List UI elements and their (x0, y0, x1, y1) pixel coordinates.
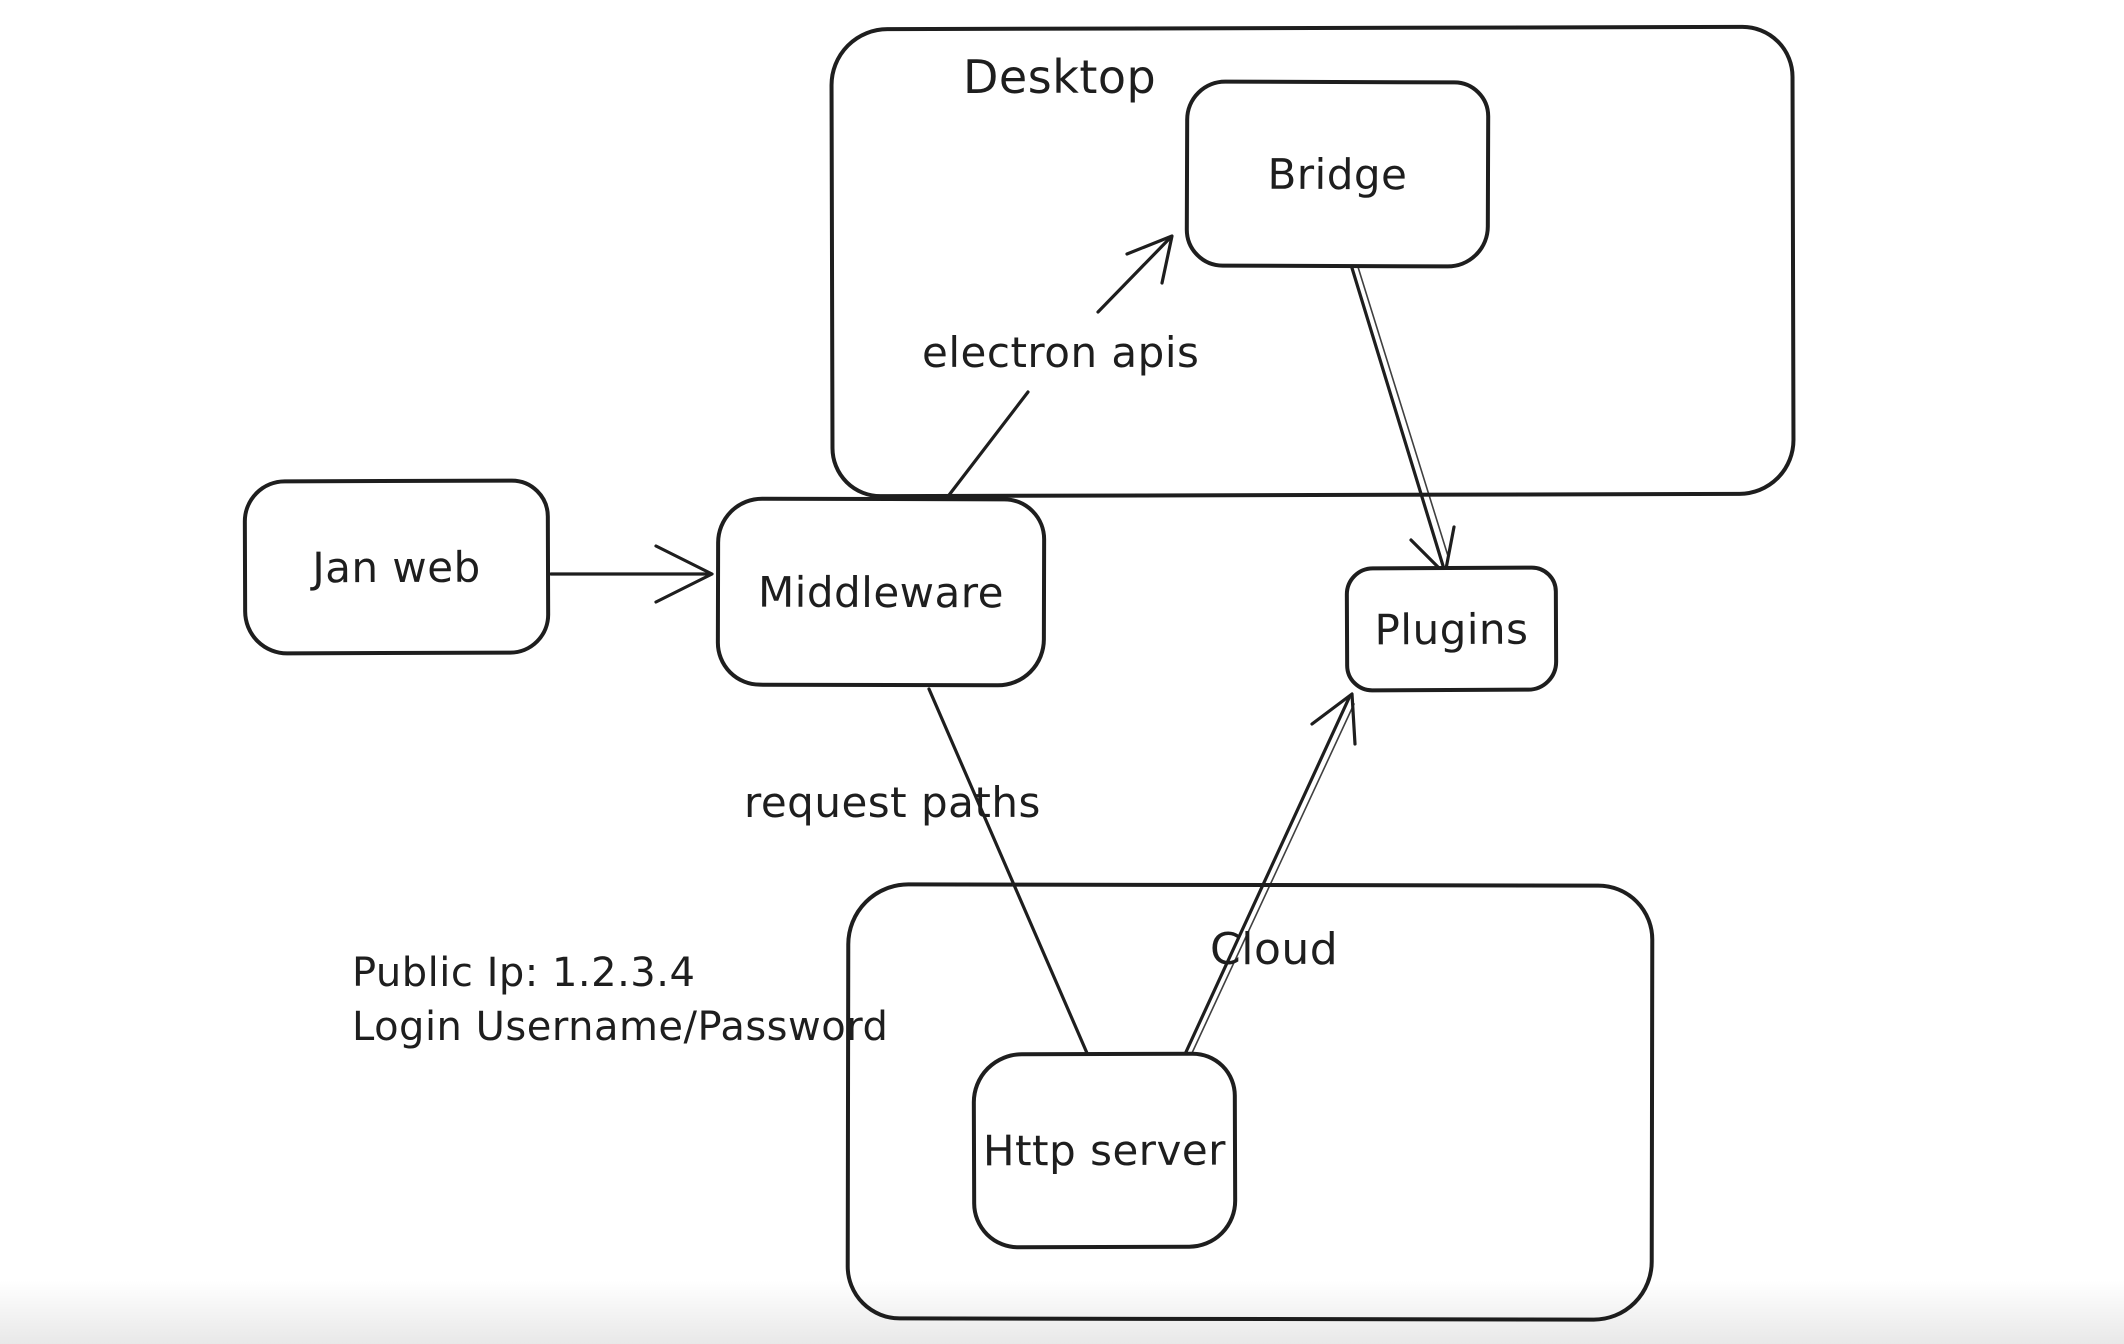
arrow-middleware-to-bridge-lower[interactable] (944, 390, 1030, 501)
annotation-line-public-ip: Public Ip: 1.2.3.4 (352, 950, 696, 996)
region-cloud-label: Cloud (1210, 924, 1339, 975)
node-jan-web-label: Jan web (312, 542, 481, 592)
arrow-httpserver-to-plugins-sketch (1191, 703, 1355, 1054)
arrow-httpserver-to-plugins[interactable] (1184, 696, 1351, 1054)
line-middleware-to-httpserver[interactable] (927, 687, 1092, 1062)
edge-label-request-paths: request paths (744, 778, 1041, 827)
arrowhead-janweb-to-middleware (654, 544, 714, 604)
node-http-server[interactable]: Http server (971, 1051, 1238, 1250)
node-middleware[interactable]: Middleware (715, 496, 1047, 688)
annotation-text: Public Ip: 1.2.3.4 Login Username/Passwo… (352, 946, 888, 1054)
edge-label-electron-apis: electron apis (922, 328, 1200, 377)
arrow-bridge-to-plugins[interactable] (1350, 266, 1446, 571)
arrowhead-middleware-to-bridge (1125, 234, 1174, 285)
annotation-line-login: Login Username/Password (352, 1004, 889, 1050)
node-jan-web[interactable]: Jan web (242, 478, 551, 656)
node-bridge-label: Bridge (1267, 149, 1408, 199)
node-plugins[interactable]: Plugins (1344, 565, 1559, 693)
node-plugins-label: Plugins (1374, 604, 1529, 654)
node-http-server-label: Http server (982, 1125, 1227, 1176)
region-desktop-label: Desktop (963, 50, 1157, 104)
arrowhead-httpserver-to-plugins (1310, 692, 1357, 746)
arrow-middleware-to-bridge-upper[interactable] (1096, 236, 1172, 314)
node-middleware-label: Middleware (757, 567, 1005, 617)
node-bridge[interactable]: Bridge (1184, 79, 1491, 269)
arrow-bridge-to-plugins-sketch (1357, 266, 1449, 557)
